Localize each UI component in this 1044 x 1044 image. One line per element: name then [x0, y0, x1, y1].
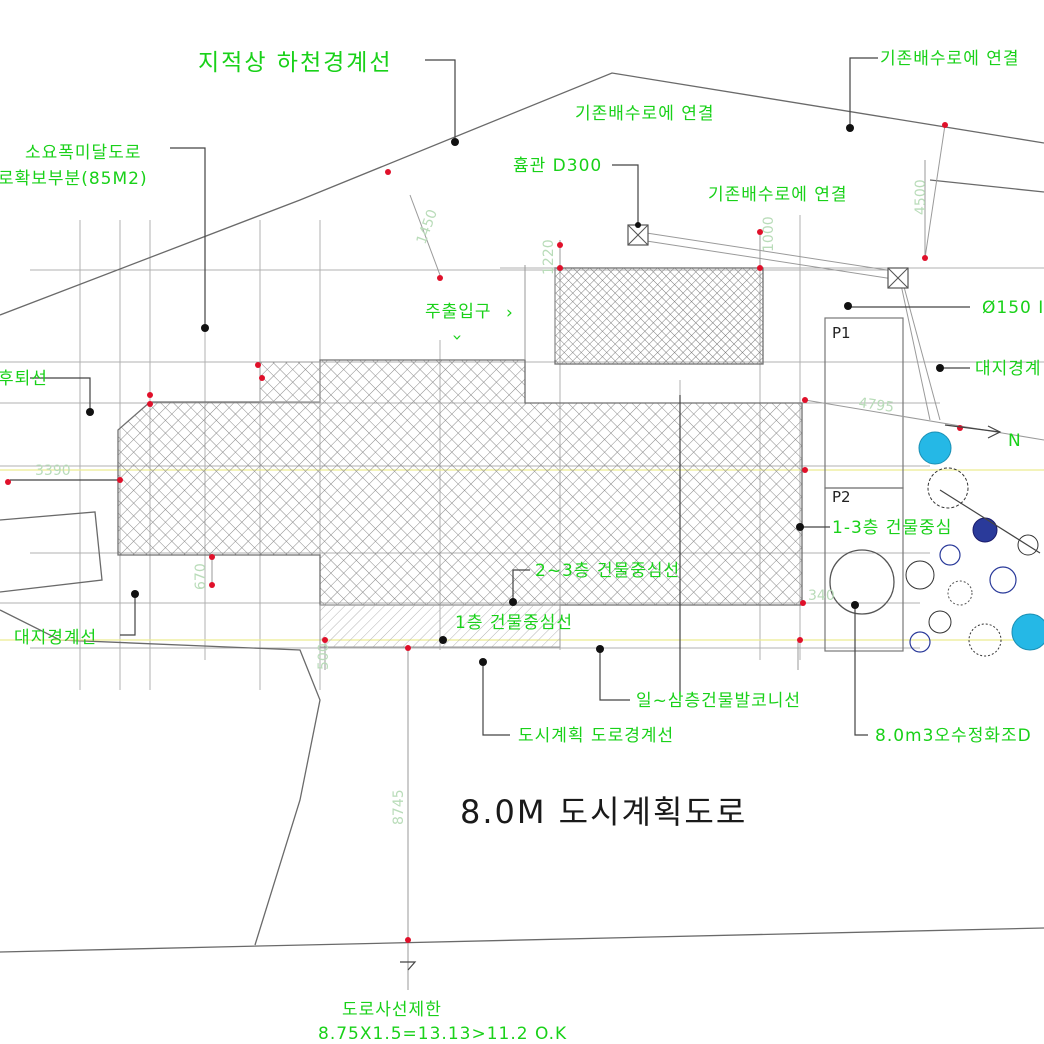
floor-1-center-label: 1층 건물중심선 [455, 613, 573, 633]
dimension-3390: 3390 [35, 463, 71, 479]
river-boundary-label: 지적상 하천경계선 [198, 50, 393, 76]
annotation-labels: 지적상 하천경계선 기존배수로에 연결 기존배수로에 연결 흄관 D300 기존… [0, 49, 1044, 1044]
dimension-8745: 8745 [391, 789, 407, 825]
leader-lines [10, 57, 1041, 971]
road-slope-limit-label: 도로사선제한 [342, 1000, 442, 1020]
markers [5, 122, 963, 943]
drain-connect-center-label: 기존배수로에 연결 [575, 104, 715, 124]
pipe-150-label: Ø150 I [982, 298, 1044, 318]
unclaimed-road-area-label: 로확보부분(85M2) [0, 169, 148, 189]
landscaping-trees [905, 431, 1044, 657]
unclaimed-road-label: 소요폭미달도로 [25, 143, 141, 163]
north-arrow-label: N [1008, 431, 1022, 451]
entrance-label: 주출입구 [425, 302, 492, 322]
dimension-1450: 1450 [414, 207, 441, 246]
parking-label-p2: P2 [832, 488, 851, 506]
city-road-boundary-label: 도시계획 도로경계선 [518, 726, 674, 746]
septic-tank-circle [829, 549, 895, 615]
dimension-4500: 4500 [913, 179, 929, 215]
drainage-pipes [627, 224, 941, 421]
main-road-label: 8.0M 도시계획도로 [460, 793, 747, 831]
dimension-texts: 4795 3390 8745 4500 1450 1220 1000 500 3… [35, 179, 929, 825]
dimension-1220: 1220 [541, 239, 557, 275]
drain-connect-top-right-label: 기존배수로에 연결 [880, 49, 1020, 69]
dimension-4795: 4795 [857, 395, 895, 416]
drain-connect-right-label: 기존배수로에 연결 [708, 185, 848, 205]
dimension-500: 500 [316, 643, 332, 670]
dimension-lines [211, 124, 1044, 990]
site-boundary-right-label: 대지경계 [975, 359, 1042, 379]
parking-label-p1: P1 [832, 324, 851, 342]
north-arrow-icon [944, 424, 1002, 439]
setback-line-label: 후퇴선 [0, 369, 48, 389]
dimension-670: 670 [193, 563, 209, 590]
floors-1-3-center-label: 1-3층 건물중심 [832, 518, 952, 538]
site-boundary-left-label: 대지경계선 [14, 628, 97, 648]
parking-area: P1 P2 [824, 317, 904, 652]
entrance-chevron-down-icon: › [447, 334, 467, 342]
road-slope-calc-label: 8.75X1.5=13.13>11.2 O.K [318, 1024, 567, 1044]
septic-tank-label: 8.0m3오수정화조D [875, 726, 1032, 746]
entrance-chevron-right-icon: › [506, 303, 514, 323]
floors-2-3-center-label: 2~3층 건물중심선 [535, 561, 680, 581]
dimension-1000: 1000 [761, 216, 777, 252]
building-footprint [117, 265, 803, 648]
balcony-line-label: 일~삼층건물발코니선 [636, 691, 801, 711]
drain-pipe-label: 흄관 D300 [513, 156, 602, 176]
dimension-340: 340 [808, 588, 835, 604]
